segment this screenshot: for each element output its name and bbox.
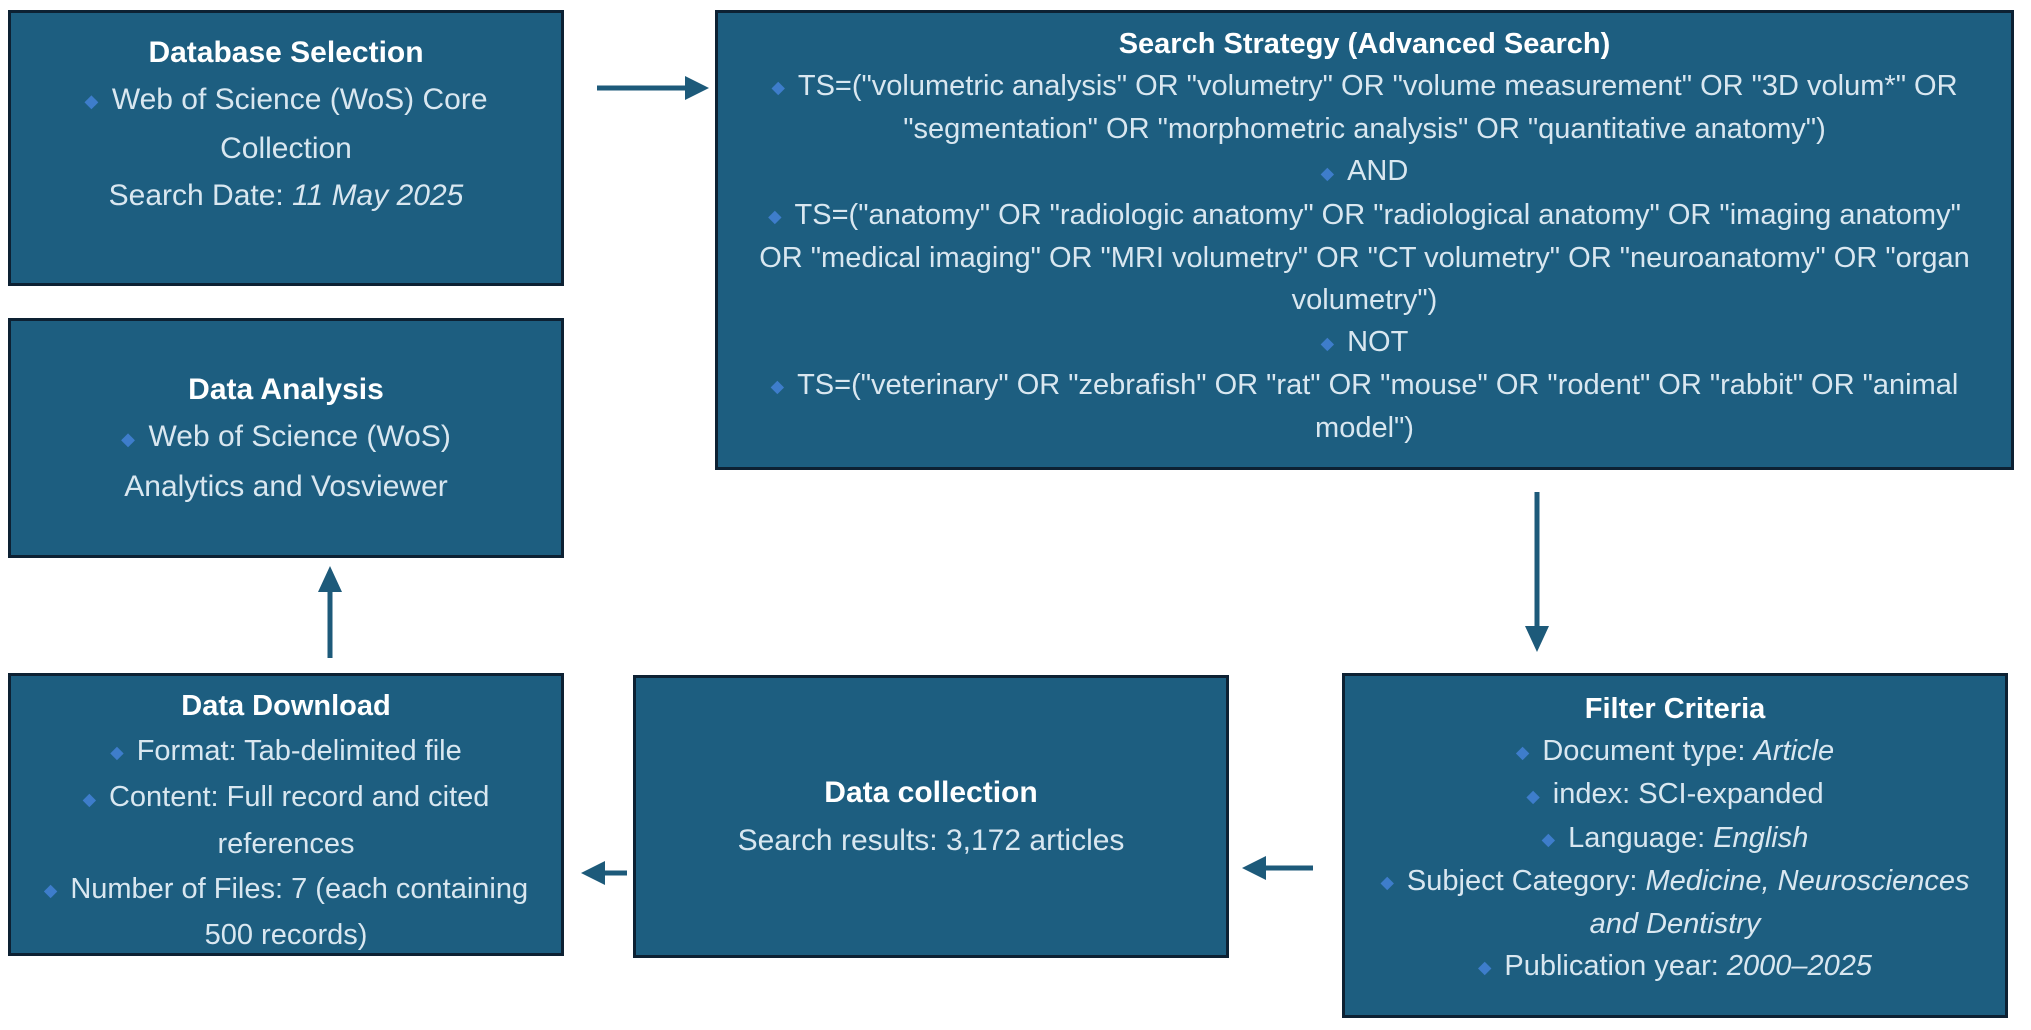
arrow-data-collection-to-data-download xyxy=(581,861,627,885)
filter-item-value: Medicine, Neurosciences and Dentistry xyxy=(1589,864,1970,941)
data-download-item: ◆ Format: Tab-delimited file xyxy=(31,729,541,775)
filter-item-label: Document type: xyxy=(1542,735,1754,767)
diamond-bullet-icon: ◆ xyxy=(1477,957,1492,978)
search-term-item: ◆ TS=("veterinary" OR "zebrafish" OR "rat… xyxy=(756,364,1973,449)
data-download-box: Data Download ◆ Format: Tab-delimited fil… xyxy=(8,673,564,956)
boolean-operator-item: ◆ AND xyxy=(756,150,1973,193)
boolean-operator-item: ◆ NOT xyxy=(756,321,1973,364)
diamond-bullet-icon: ◆ xyxy=(1515,742,1530,763)
filter-item-label: index: xyxy=(1552,778,1639,811)
diamond-bullet-icon: ◆ xyxy=(43,879,58,900)
filter-criteria-item: ◆ Document type: Article xyxy=(1369,730,1981,773)
data-download-item: ◆ Number of Files: 7 (each containing 500… xyxy=(31,867,541,958)
data-analysis-box: Data Analysis ◆ Web of Science (WoS) Anal… xyxy=(8,318,564,558)
search-strategy-box: Search Strategy (Advanced Search) ◆TS=("… xyxy=(715,10,2014,470)
search-term-text: TS=("anatomy" OR "radiologic anatomy" OR… xyxy=(759,198,1970,316)
diamond-bullet-icon: ◆ xyxy=(1526,785,1540,806)
boolean-operator-text: AND xyxy=(1347,155,1409,188)
filter-item-value: Article xyxy=(1753,735,1835,767)
data-download-item-text: Number of Files: 7 (each containing 500 … xyxy=(70,872,529,951)
search-term-item: ◆ TS=("volumetric analysis" OR "volumetry… xyxy=(756,65,1973,150)
filter-criteria-item: ◆ Language: English xyxy=(1369,817,1981,860)
arrow-filter-criteria-to-data-collection xyxy=(1242,856,1313,880)
filter-criteria-item: ◆ Subject Category: Medicine, Neuroscienc… xyxy=(1369,860,1981,945)
filter-item-label: Language: xyxy=(1568,821,1714,854)
data-collection-box: Data collection Search results: 3,172 ar… xyxy=(633,675,1229,958)
diamond-bullet-icon: ◆ xyxy=(768,205,782,226)
diamond-bullet-icon: ◆ xyxy=(770,376,785,397)
database-selection-box: Database Selection ◆ Web of Science (WoS)… xyxy=(8,10,564,286)
diamond-bullet-icon: ◆ xyxy=(1380,872,1394,893)
diamond-bullet-icon: ◆ xyxy=(771,77,785,98)
data-analysis-item-line1: Web of Science (WoS) xyxy=(148,420,451,454)
filter-item-value: English xyxy=(1713,821,1809,854)
diamond-bullet-icon: ◆ xyxy=(1541,828,1556,849)
database-selection-item: ◆ Web of Science (WoS) Core Collection xyxy=(33,76,539,172)
data-collection-title: Data collection xyxy=(824,775,1038,809)
diamond-bullet-icon: ◆ xyxy=(82,788,96,809)
filter-item-value: SCI-expanded xyxy=(1638,778,1824,811)
search-date-label: Search Date: xyxy=(108,179,293,213)
search-term-item: ◆TS=("anatomy" OR "radiologic anatomy" O… xyxy=(756,194,1973,321)
search-strategy-title: Search Strategy (Advanced Search) xyxy=(1118,28,1611,60)
diamond-bullet-icon: ◆ xyxy=(110,742,124,763)
filter-criteria-title: Filter Criteria xyxy=(1584,693,1766,725)
data-analysis-item-line2: Analytics and Vosviewer xyxy=(124,469,448,503)
data-analysis-item: ◆ Web of Science (WoS) xyxy=(33,413,539,462)
database-selection-item-text: Web of Science (WoS) Core Collection xyxy=(111,83,488,166)
arrow-data-download-to-data-analysis xyxy=(318,566,342,658)
search-term-text: TS=("volumetric analysis" OR "volumetry"… xyxy=(797,70,1958,146)
filter-item-label: Subject Category: xyxy=(1406,864,1646,897)
data-collection-subtitle: Search results: 3,172 articles xyxy=(737,823,1125,857)
arrow-database-to-search-strategy xyxy=(597,76,709,100)
filter-item-label: Publication year: xyxy=(1504,950,1727,983)
arrow-search-strategy-to-filter-criteria xyxy=(1525,492,1549,652)
database-selection-title: Database Selection xyxy=(148,36,424,69)
filter-criteria-item: ◆ Publication year: 2000–2025 xyxy=(1369,945,1981,988)
search-term-text: TS=("veterinary" OR "zebrafish" OR "rat"… xyxy=(797,369,1959,445)
data-download-item-text: Format: Tab-delimited file xyxy=(136,735,462,767)
filter-item-value: 2000–2025 xyxy=(1726,950,1873,983)
data-download-item: ◆ Content: Full record and cited referenc… xyxy=(31,775,541,866)
boolean-operator-text: NOT xyxy=(1347,325,1409,358)
diamond-bullet-icon: ◆ xyxy=(121,428,135,449)
filter-criteria-box: Filter Criteria ◆Document type: Article … xyxy=(1342,673,2008,1018)
diamond-bullet-icon: ◆ xyxy=(1320,162,1335,183)
filter-criteria-item: ◆ index: SCI-expanded xyxy=(1369,773,1981,816)
search-date-value: 11 May 2025 xyxy=(292,179,464,213)
search-date-line: Search Date: 11 May 2025 xyxy=(33,172,539,219)
diamond-bullet-icon: ◆ xyxy=(1320,333,1335,354)
data-download-title: Data Download xyxy=(181,690,391,722)
diamond-bullet-icon: ◆ xyxy=(84,91,99,112)
data-analysis-title: Data Analysis xyxy=(188,373,384,407)
data-download-item-text: Content: Full record and cited reference… xyxy=(108,781,490,860)
